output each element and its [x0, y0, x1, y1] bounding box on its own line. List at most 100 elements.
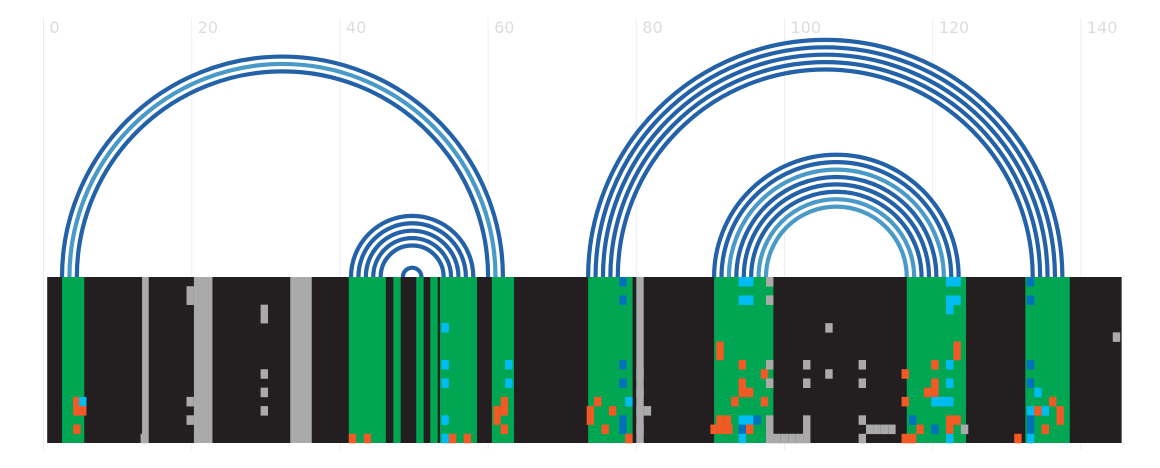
base-pair-arc — [400, 265, 424, 278]
gap-cell — [186, 286, 194, 296]
gap-cell — [260, 369, 269, 379]
variant_alt-cell — [1026, 295, 1035, 305]
variant-cell — [745, 415, 754, 425]
mismatch-cell — [953, 415, 961, 425]
tick-label: 0 — [50, 18, 60, 37]
base-pair-arc — [600, 52, 1050, 278]
mismatch-cell — [946, 424, 954, 435]
gap-cell — [643, 406, 652, 416]
mismatch-cell — [901, 396, 909, 407]
mismatch-cell — [594, 396, 602, 407]
tick-label: 60 — [494, 18, 514, 37]
base-pair-arc — [726, 167, 946, 278]
gap-cell — [765, 424, 774, 435]
mismatch-cell — [73, 406, 81, 416]
mismatch-cell — [931, 387, 939, 398]
base-pair-arc — [756, 197, 917, 278]
gap-cell — [960, 424, 969, 435]
mismatch-cell — [725, 424, 733, 435]
mismatch-cell — [931, 360, 939, 370]
gap-cell — [260, 304, 269, 315]
base-pair-arc — [378, 243, 446, 278]
mismatch-cell — [717, 424, 726, 435]
mismatch-cell — [716, 415, 724, 425]
base-pair-arc — [608, 60, 1043, 278]
mismatch-cell — [738, 378, 746, 388]
mismatch-cell — [500, 406, 509, 416]
variant-cell — [441, 433, 449, 444]
mismatch-cell — [760, 369, 769, 379]
variant-cell — [953, 295, 961, 305]
paired-column — [393, 277, 401, 443]
gap-cell — [773, 433, 781, 444]
variant-cell — [953, 277, 961, 287]
variant_alt-cell — [1026, 360, 1035, 370]
variant_alt-cell — [753, 415, 761, 425]
gap-cell — [765, 295, 774, 305]
mismatch-cell — [953, 341, 961, 352]
paired-column — [62, 277, 85, 443]
mismatch-cell — [493, 406, 501, 416]
gap-cell — [186, 396, 194, 407]
mismatch-cell — [363, 433, 372, 444]
tick-label: 40 — [346, 18, 366, 37]
gap-cell — [186, 415, 194, 425]
paired-column — [430, 277, 438, 443]
base-pair-arc — [363, 228, 461, 278]
mismatch-cell — [916, 424, 924, 435]
tick-label: 80 — [642, 18, 662, 37]
mismatch-cell — [493, 415, 501, 425]
gap-column — [290, 277, 312, 443]
mismatch-cell — [601, 424, 609, 435]
base-pair-arc — [719, 160, 954, 278]
mismatch-cell — [79, 406, 87, 416]
variant_alt-cell — [619, 295, 627, 305]
mismatch-cell — [1049, 396, 1057, 407]
mismatch-cell — [463, 433, 472, 444]
mismatch-cell — [625, 433, 633, 444]
mismatch-cell — [901, 433, 909, 444]
mismatch-cell — [716, 341, 724, 352]
mismatch-cell — [710, 424, 718, 435]
gap-cell — [803, 360, 811, 370]
mismatch-cell — [946, 415, 954, 425]
variant_alt-cell — [1026, 378, 1035, 388]
tick-label: 140 — [1087, 18, 1118, 37]
base-pair-arc — [586, 37, 1065, 278]
gap-cell — [765, 277, 774, 287]
variant_alt-cell — [1026, 415, 1035, 425]
mismatch-cell — [1056, 415, 1064, 425]
variant_alt-cell — [619, 360, 627, 370]
mismatch-cell — [448, 433, 457, 444]
gap-cell — [788, 433, 796, 444]
variant-cell — [946, 396, 954, 407]
gap-cell — [880, 424, 889, 435]
variant-cell — [938, 396, 947, 407]
gap-cell — [260, 387, 269, 398]
variant_alt-cell — [738, 424, 746, 435]
mismatch-cell — [1014, 433, 1022, 444]
gap-column — [142, 277, 149, 443]
gap-cell — [260, 313, 269, 324]
gap-cell — [858, 415, 867, 425]
gap-cell — [260, 406, 269, 416]
mismatch-cell — [608, 406, 617, 416]
base-pair-arc — [356, 221, 468, 278]
tick-label: 120 — [939, 18, 970, 37]
mismatch-cell — [738, 360, 746, 370]
gap-column — [193, 277, 213, 443]
variant-cell — [738, 433, 746, 444]
mismatch-cell — [1056, 406, 1064, 416]
gap-cell — [825, 369, 833, 379]
mismatch-cell — [716, 350, 724, 361]
variant-cell — [946, 378, 954, 388]
gap-cell — [803, 415, 811, 425]
variant-cell — [441, 323, 449, 333]
variant-cell — [946, 360, 954, 370]
mismatch-cell — [745, 387, 754, 398]
gap-cell — [765, 433, 774, 444]
mismatch-cell — [586, 415, 595, 425]
base-pair-arcs — [59, 37, 1065, 278]
gap-cell — [636, 424, 644, 435]
